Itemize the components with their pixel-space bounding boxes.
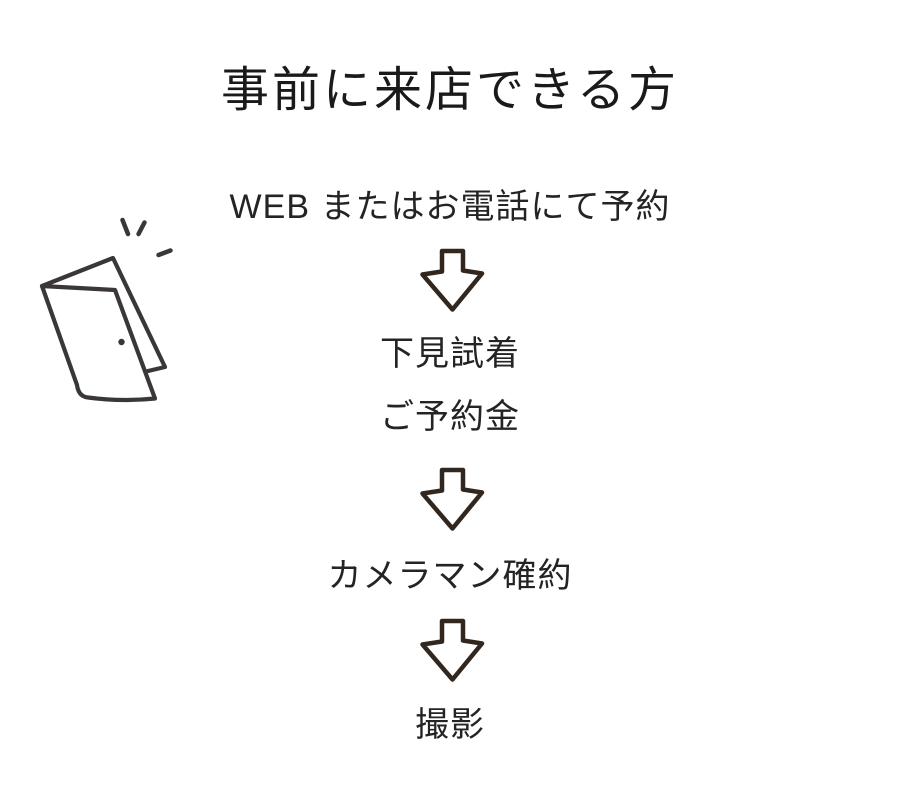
door-sparkle-3 [156,248,173,258]
open-door-icon [35,213,180,418]
flow-step-fitting: 下見試着 [380,335,520,373]
flow-step-photographer: カメラマン確約 [327,557,573,595]
down-arrow-icon [419,248,485,314]
flow-step-shoot: 撮影 [415,706,485,744]
flow-step-reserve: WEB またはお電話にて予約 [229,188,671,226]
flow-step-deposit: ご予約金 [380,398,520,436]
page-title: 事前に来店できる方 [220,62,680,118]
down-arrow-icon [419,618,485,684]
door-sparkle-2 [136,220,147,237]
door-sparkle-1 [120,217,131,237]
down-arrow-icon [419,467,485,533]
door-front-leaf [39,283,158,403]
door-knob [118,338,125,346]
